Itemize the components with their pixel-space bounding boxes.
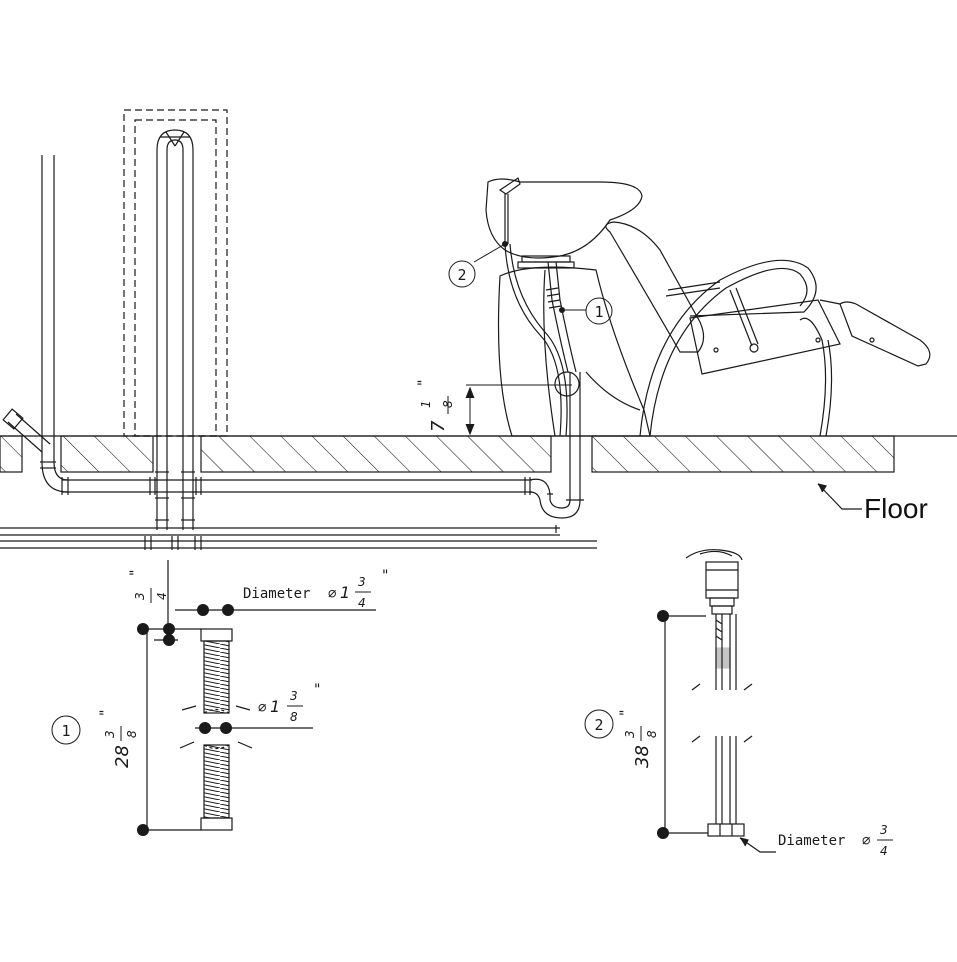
detail-2-marker bbox=[584, 709, 614, 739]
callout-hose-1-label: 1 bbox=[594, 303, 603, 321]
callout-hose-2-label: 2 bbox=[457, 266, 466, 284]
svg-text:8: 8 bbox=[441, 400, 455, 408]
svg-text:Diameter: Diameter bbox=[778, 833, 845, 849]
svg-text:4: 4 bbox=[358, 596, 366, 610]
svg-text:3: 3 bbox=[133, 592, 147, 600]
svg-text:4: 4 bbox=[880, 844, 888, 858]
svg-text:8: 8 bbox=[645, 730, 659, 738]
height-dimension bbox=[447, 384, 572, 437]
detail-1-length-text: 28 3 8 " bbox=[98, 710, 139, 768]
svg-text:": " bbox=[618, 710, 634, 716]
svg-text:": " bbox=[98, 710, 114, 716]
svg-text:": " bbox=[314, 682, 320, 698]
detail-2-dimension-dots bbox=[657, 610, 669, 839]
wall-piping bbox=[0, 109, 597, 550]
svg-text:8: 8 bbox=[290, 710, 298, 724]
svg-text:3: 3 bbox=[358, 575, 366, 589]
svg-text:⌀: ⌀ bbox=[328, 586, 337, 602]
detail-1-dimension-dots bbox=[137, 604, 234, 836]
floor-label-leader bbox=[817, 483, 862, 510]
callout-hose-2 bbox=[448, 243, 506, 288]
detail-2-end-diameter: Diameter ⌀ 3 4 bbox=[778, 823, 893, 858]
svg-text:Diameter: Diameter bbox=[243, 586, 310, 602]
shampoo-unit bbox=[485, 177, 931, 437]
detail-1-end-diameter: Diameter ⌀ 1 3 4 " bbox=[243, 568, 388, 610]
svg-text:3: 3 bbox=[290, 689, 298, 703]
detail-1-offset-text: 3 4 " bbox=[128, 570, 169, 603]
detail-1-marker-label: 1 bbox=[61, 722, 70, 740]
detail-1-hose bbox=[143, 560, 376, 831]
svg-text:8: 8 bbox=[125, 730, 139, 738]
detail-2-hose bbox=[660, 549, 776, 853]
svg-text:⌀: ⌀ bbox=[862, 833, 871, 849]
svg-text:28: 28 bbox=[112, 745, 133, 768]
callout-hose-1 bbox=[562, 297, 613, 325]
svg-text:7: 7 bbox=[428, 420, 449, 432]
svg-text:1: 1 bbox=[340, 583, 350, 602]
svg-text:3: 3 bbox=[880, 823, 888, 837]
svg-text:1: 1 bbox=[419, 400, 433, 408]
svg-text:1: 1 bbox=[270, 697, 280, 716]
detail-1-marker bbox=[51, 715, 81, 745]
svg-text:": " bbox=[416, 380, 432, 386]
floor-slab bbox=[0, 435, 957, 473]
svg-text:3: 3 bbox=[623, 730, 637, 738]
detail-2-marker-label: 2 bbox=[594, 716, 603, 734]
svg-text:": " bbox=[382, 568, 388, 584]
svg-text:38: 38 bbox=[632, 745, 653, 768]
height-dimension-text: 7 1 8 " bbox=[416, 380, 455, 432]
svg-text:": " bbox=[128, 570, 144, 576]
svg-text:4: 4 bbox=[155, 592, 169, 600]
svg-text:⌀: ⌀ bbox=[258, 700, 267, 716]
detail-2-length-text: 38 3 8 " bbox=[618, 710, 659, 768]
svg-text:3: 3 bbox=[103, 730, 117, 738]
floor-label: Floor bbox=[864, 493, 928, 524]
hose-connection-dots bbox=[502, 241, 565, 313]
detail-1-hose-diameter: ⌀ 1 3 8 " bbox=[258, 682, 320, 724]
